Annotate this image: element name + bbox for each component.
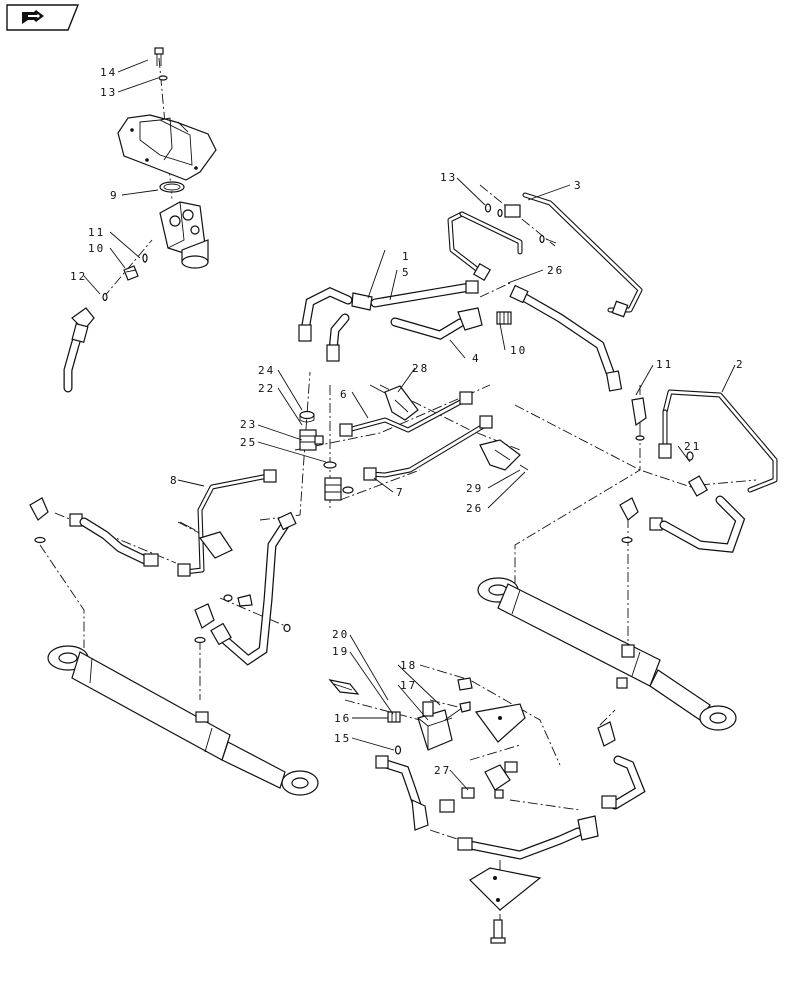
tube-2 xyxy=(658,389,778,493)
adapter-20 xyxy=(328,679,360,695)
callout-5: 5 xyxy=(402,266,411,279)
bolt-14 xyxy=(154,47,164,66)
hose-right-long xyxy=(509,284,623,392)
hose-1 xyxy=(298,287,373,342)
callout-14: 14 xyxy=(100,66,117,79)
callout-13: 13 xyxy=(100,86,117,99)
valve-block-17 xyxy=(417,701,453,751)
callout-25: 25 xyxy=(240,436,257,449)
callout-29: 29 xyxy=(466,482,483,495)
callout-2: 2 xyxy=(736,358,745,371)
small-parts-13-top-right xyxy=(484,203,557,244)
callout-11: 11 xyxy=(656,358,673,371)
callout-22: 22 xyxy=(258,382,275,395)
o-ring-9 xyxy=(159,181,185,193)
callout-12: 12 xyxy=(70,270,87,283)
hose-mid-lower xyxy=(194,511,297,666)
fitting-10-valve xyxy=(123,265,139,281)
callout-10: 10 xyxy=(88,242,105,255)
nut-25 xyxy=(323,461,337,469)
callout-3: 3 xyxy=(574,179,583,192)
callout-16: 16 xyxy=(334,712,351,725)
bracket-plate-lower xyxy=(469,867,542,911)
fitting-16 xyxy=(387,711,401,723)
hose-4 xyxy=(390,307,483,340)
hydraulic-cylinder-left xyxy=(47,645,319,796)
callout-4: 4 xyxy=(472,352,481,365)
callout-26: 26 xyxy=(547,264,564,277)
bracket-plate-upper xyxy=(474,703,526,743)
washer-15 xyxy=(394,745,402,755)
steering-valve xyxy=(159,201,209,269)
clamp-bracket-29 xyxy=(479,439,529,471)
washer-pair-left xyxy=(223,594,291,633)
clamp-bracket-left xyxy=(179,521,233,559)
callout-1: 1 xyxy=(402,250,411,263)
elbow-11-right xyxy=(631,397,647,441)
tube-8 xyxy=(177,469,277,577)
forward-arrow-icon xyxy=(22,10,44,24)
tube-6 xyxy=(339,391,473,437)
washer-13-top xyxy=(158,75,168,81)
callout-labels: 14 13 9 11 10 12 13 3 26 1 5 10 4 24 22 … xyxy=(70,59,745,791)
clamp-bracket-28 xyxy=(369,384,419,421)
tee-fitting-23 xyxy=(299,429,324,451)
mounting-plate xyxy=(117,114,217,181)
tube-3 xyxy=(447,192,643,318)
callout-13: 13 xyxy=(440,171,457,184)
callout-24: 24 xyxy=(258,364,275,377)
hose-left-top xyxy=(63,307,95,393)
callout-27: 27 xyxy=(434,764,451,777)
callout-21: 21 xyxy=(684,440,701,453)
hydraulic-cylinder-right xyxy=(477,577,737,731)
callout-6: 6 xyxy=(340,388,349,401)
callout-23: 23 xyxy=(240,418,257,431)
bolt-bottom xyxy=(490,919,506,944)
bolt-18 xyxy=(444,677,473,721)
hose-right-valve xyxy=(597,721,646,810)
hose-valve-lower xyxy=(375,755,455,831)
callout-17: 17 xyxy=(400,679,417,692)
tube-7 xyxy=(363,415,493,481)
callout-19: 19 xyxy=(332,645,349,658)
hose-5 xyxy=(326,280,479,362)
hose-bottom-long xyxy=(457,815,599,860)
hose-left-lower xyxy=(29,497,159,567)
callout-28: 28 xyxy=(412,362,429,375)
tee-fitting-27 xyxy=(461,761,518,799)
callout-8: 8 xyxy=(170,474,179,487)
callout-7: 7 xyxy=(396,486,405,499)
hose-right-lower xyxy=(619,451,746,553)
callout-18: 18 xyxy=(400,659,417,672)
forward-nav-button[interactable] xyxy=(6,4,80,31)
callout-26: 26 xyxy=(466,502,483,515)
fitting-10-right xyxy=(496,311,512,325)
callout-11: 11 xyxy=(88,226,105,239)
tee-fitting-lower xyxy=(324,477,354,501)
callout-15: 15 xyxy=(334,732,351,745)
callout-10: 10 xyxy=(510,344,527,357)
o-ring-12 xyxy=(102,292,108,302)
nut-24 xyxy=(299,410,315,423)
o-ring-11-valve xyxy=(142,253,148,263)
callout-20: 20 xyxy=(332,628,349,641)
callout-9: 9 xyxy=(110,189,119,202)
